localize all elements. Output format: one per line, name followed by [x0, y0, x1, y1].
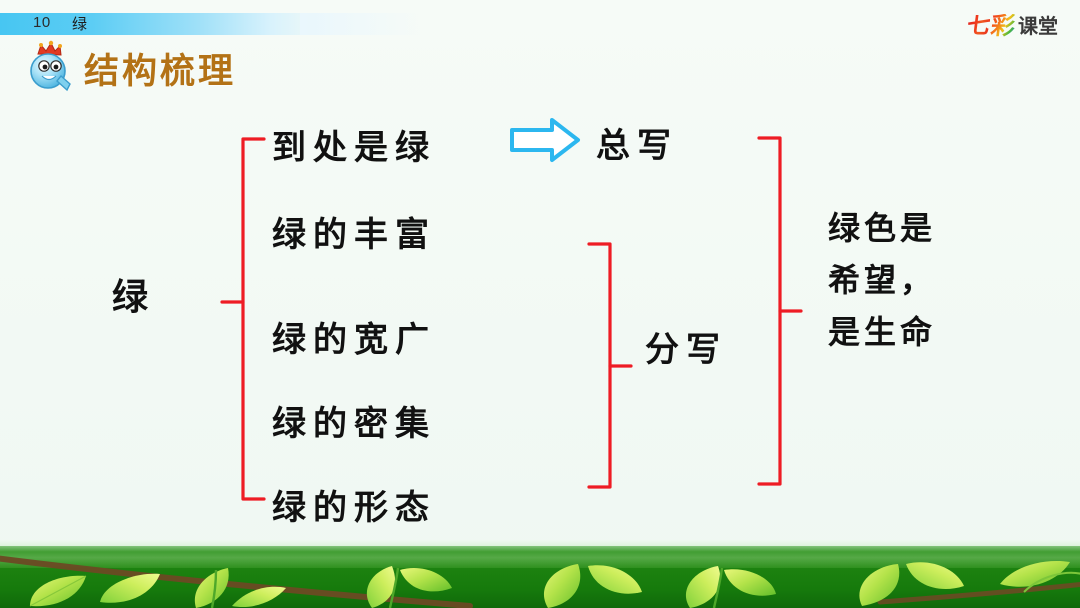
footer-leaf-band	[0, 540, 1080, 608]
diagram-root-node: 绿	[112, 276, 151, 318]
diagram-branch-2: 绿的丰富	[272, 215, 436, 255]
diagram-branch-5: 绿的形态	[272, 488, 436, 528]
right-arrow-icon	[510, 118, 580, 162]
bracket-middle	[587, 242, 633, 489]
page-title: 结构梳理	[84, 52, 237, 92]
diagram-branch-4: 绿的密集	[272, 404, 436, 444]
header-accent-bar-fade	[300, 13, 420, 35]
conclusion-line-1: 绿色是	[828, 209, 937, 247]
conclusion-line-3: 是生命	[828, 313, 937, 351]
diagram-branch-3: 绿的宽广	[272, 320, 436, 360]
bracket-right	[757, 136, 803, 486]
footer-leaf-art	[0, 555, 1080, 608]
lesson-number: 10	[33, 14, 51, 31]
footer-band-top-fade	[0, 540, 1080, 552]
lesson-title: 绿	[72, 15, 88, 33]
diagram-summary-detail: 分写	[645, 330, 727, 370]
brand-text-ketang: 课堂	[1018, 14, 1058, 38]
bracket-left	[220, 137, 266, 501]
diagram-branch-1: 到处是绿	[272, 128, 436, 168]
brand-logo: 七 彩 课堂	[965, 12, 1058, 40]
diagram-summary-general: 总写	[596, 126, 678, 166]
q-mascot-icon	[30, 40, 71, 92]
header-accent-bar	[0, 13, 330, 35]
conclusion-line-2: 希望，	[828, 261, 937, 299]
diagram-conclusion: 绿色是 希望， 是生命	[828, 202, 936, 358]
